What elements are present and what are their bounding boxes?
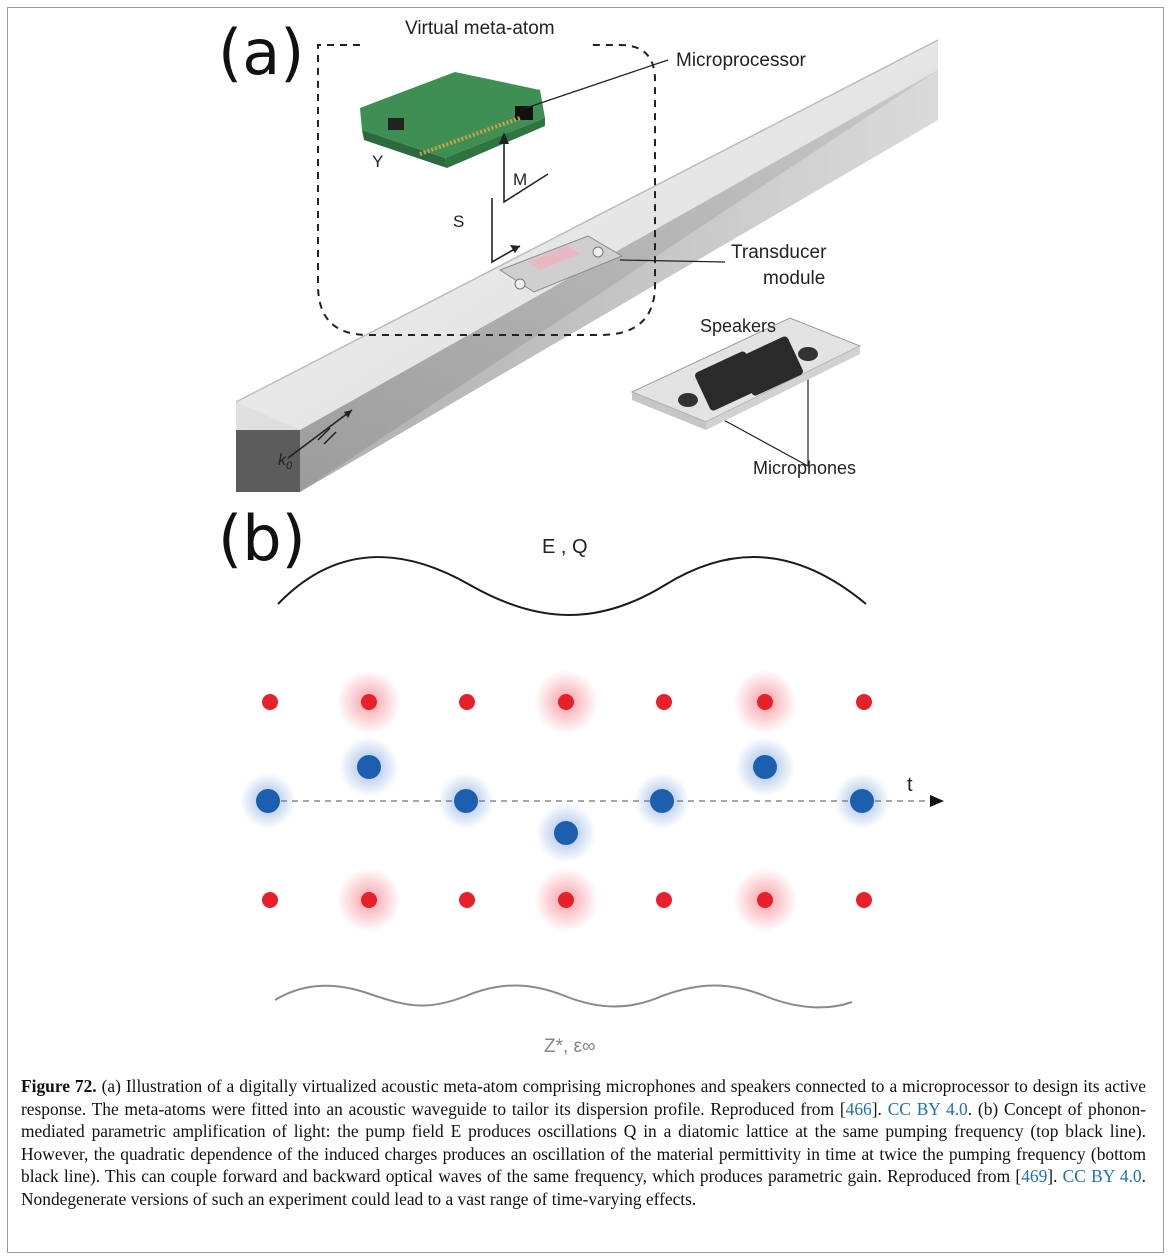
microprocessor-board <box>360 72 545 168</box>
red-atom <box>856 694 872 710</box>
label-k0: k0 <box>278 452 293 473</box>
reference-link-469[interactable]: 469 <box>1021 1166 1048 1186</box>
red-atom <box>361 694 377 710</box>
license-link[interactable]: CC BY 4.0 <box>1062 1166 1142 1186</box>
label-speakers: Speakers <box>700 316 777 336</box>
label-module: module <box>763 268 826 289</box>
blue-atom <box>357 755 381 779</box>
label-transducer: Transducer <box>731 242 827 263</box>
label-y: Y <box>372 152 384 171</box>
caption-text: . Nondegenerate versions of such an expe… <box>21 1166 1146 1209</box>
figure-frame <box>7 7 1164 1253</box>
red-atom <box>856 892 872 908</box>
blue-atom <box>753 755 777 779</box>
permittivity-wave <box>274 984 853 1009</box>
label-virtual-meta-atom: Virtual meta-atom <box>405 18 555 39</box>
blue-atom <box>554 821 578 845</box>
label-z-epsilon: Z*, ε∞ <box>544 1036 596 1057</box>
caption-text: . (b) Concept of phonon-mediated paramet… <box>21 1098 1146 1187</box>
time-axis-arrowhead <box>930 795 944 807</box>
red-atom <box>656 892 672 908</box>
wavevector-arrow <box>287 409 353 459</box>
reference-link-466[interactable]: 466 <box>845 1098 872 1119</box>
caption-text: ]. <box>871 1098 888 1119</box>
caption-label: Figure 72. <box>21 1076 97 1096</box>
lattice <box>240 670 890 932</box>
blue-atom <box>850 789 874 813</box>
red-atom <box>459 694 475 710</box>
red-atom <box>558 694 574 710</box>
blue-atom <box>256 789 280 813</box>
red-atom <box>459 892 475 908</box>
virtual-meta-atom-box <box>317 44 656 336</box>
label-s: S <box>453 212 465 231</box>
speaker-microphone-board <box>630 317 862 430</box>
label-microprocessor: Microprocessor <box>676 50 806 71</box>
pump-field-wave <box>277 556 867 616</box>
caption-text: (a) Illustration of a digitally virtuali… <box>21 1076 1146 1119</box>
label-t: t <box>907 774 913 796</box>
blue-atom <box>454 789 478 813</box>
blue-atom <box>650 789 674 813</box>
license-link[interactable]: CC BY 4.0 <box>887 1098 968 1119</box>
label-e-q: E , Q <box>542 536 588 558</box>
signal-arrows <box>491 132 549 264</box>
panel-a-letter: (a) <box>218 16 305 89</box>
label-microphones: Microphones <box>753 458 857 478</box>
red-atom <box>558 892 574 908</box>
transducer-module <box>498 235 624 293</box>
red-atom <box>757 892 773 908</box>
figure-caption: Figure 72. (a) Illustration of a digital… <box>21 1075 1146 1210</box>
label-m: M <box>513 170 528 189</box>
red-atom <box>262 694 278 710</box>
red-atom <box>361 892 377 908</box>
red-atom <box>262 892 278 908</box>
panel-b-letter: (b) <box>218 502 306 575</box>
caption-text: ]. <box>1047 1166 1063 1186</box>
red-atom <box>656 694 672 710</box>
red-atom <box>757 694 773 710</box>
